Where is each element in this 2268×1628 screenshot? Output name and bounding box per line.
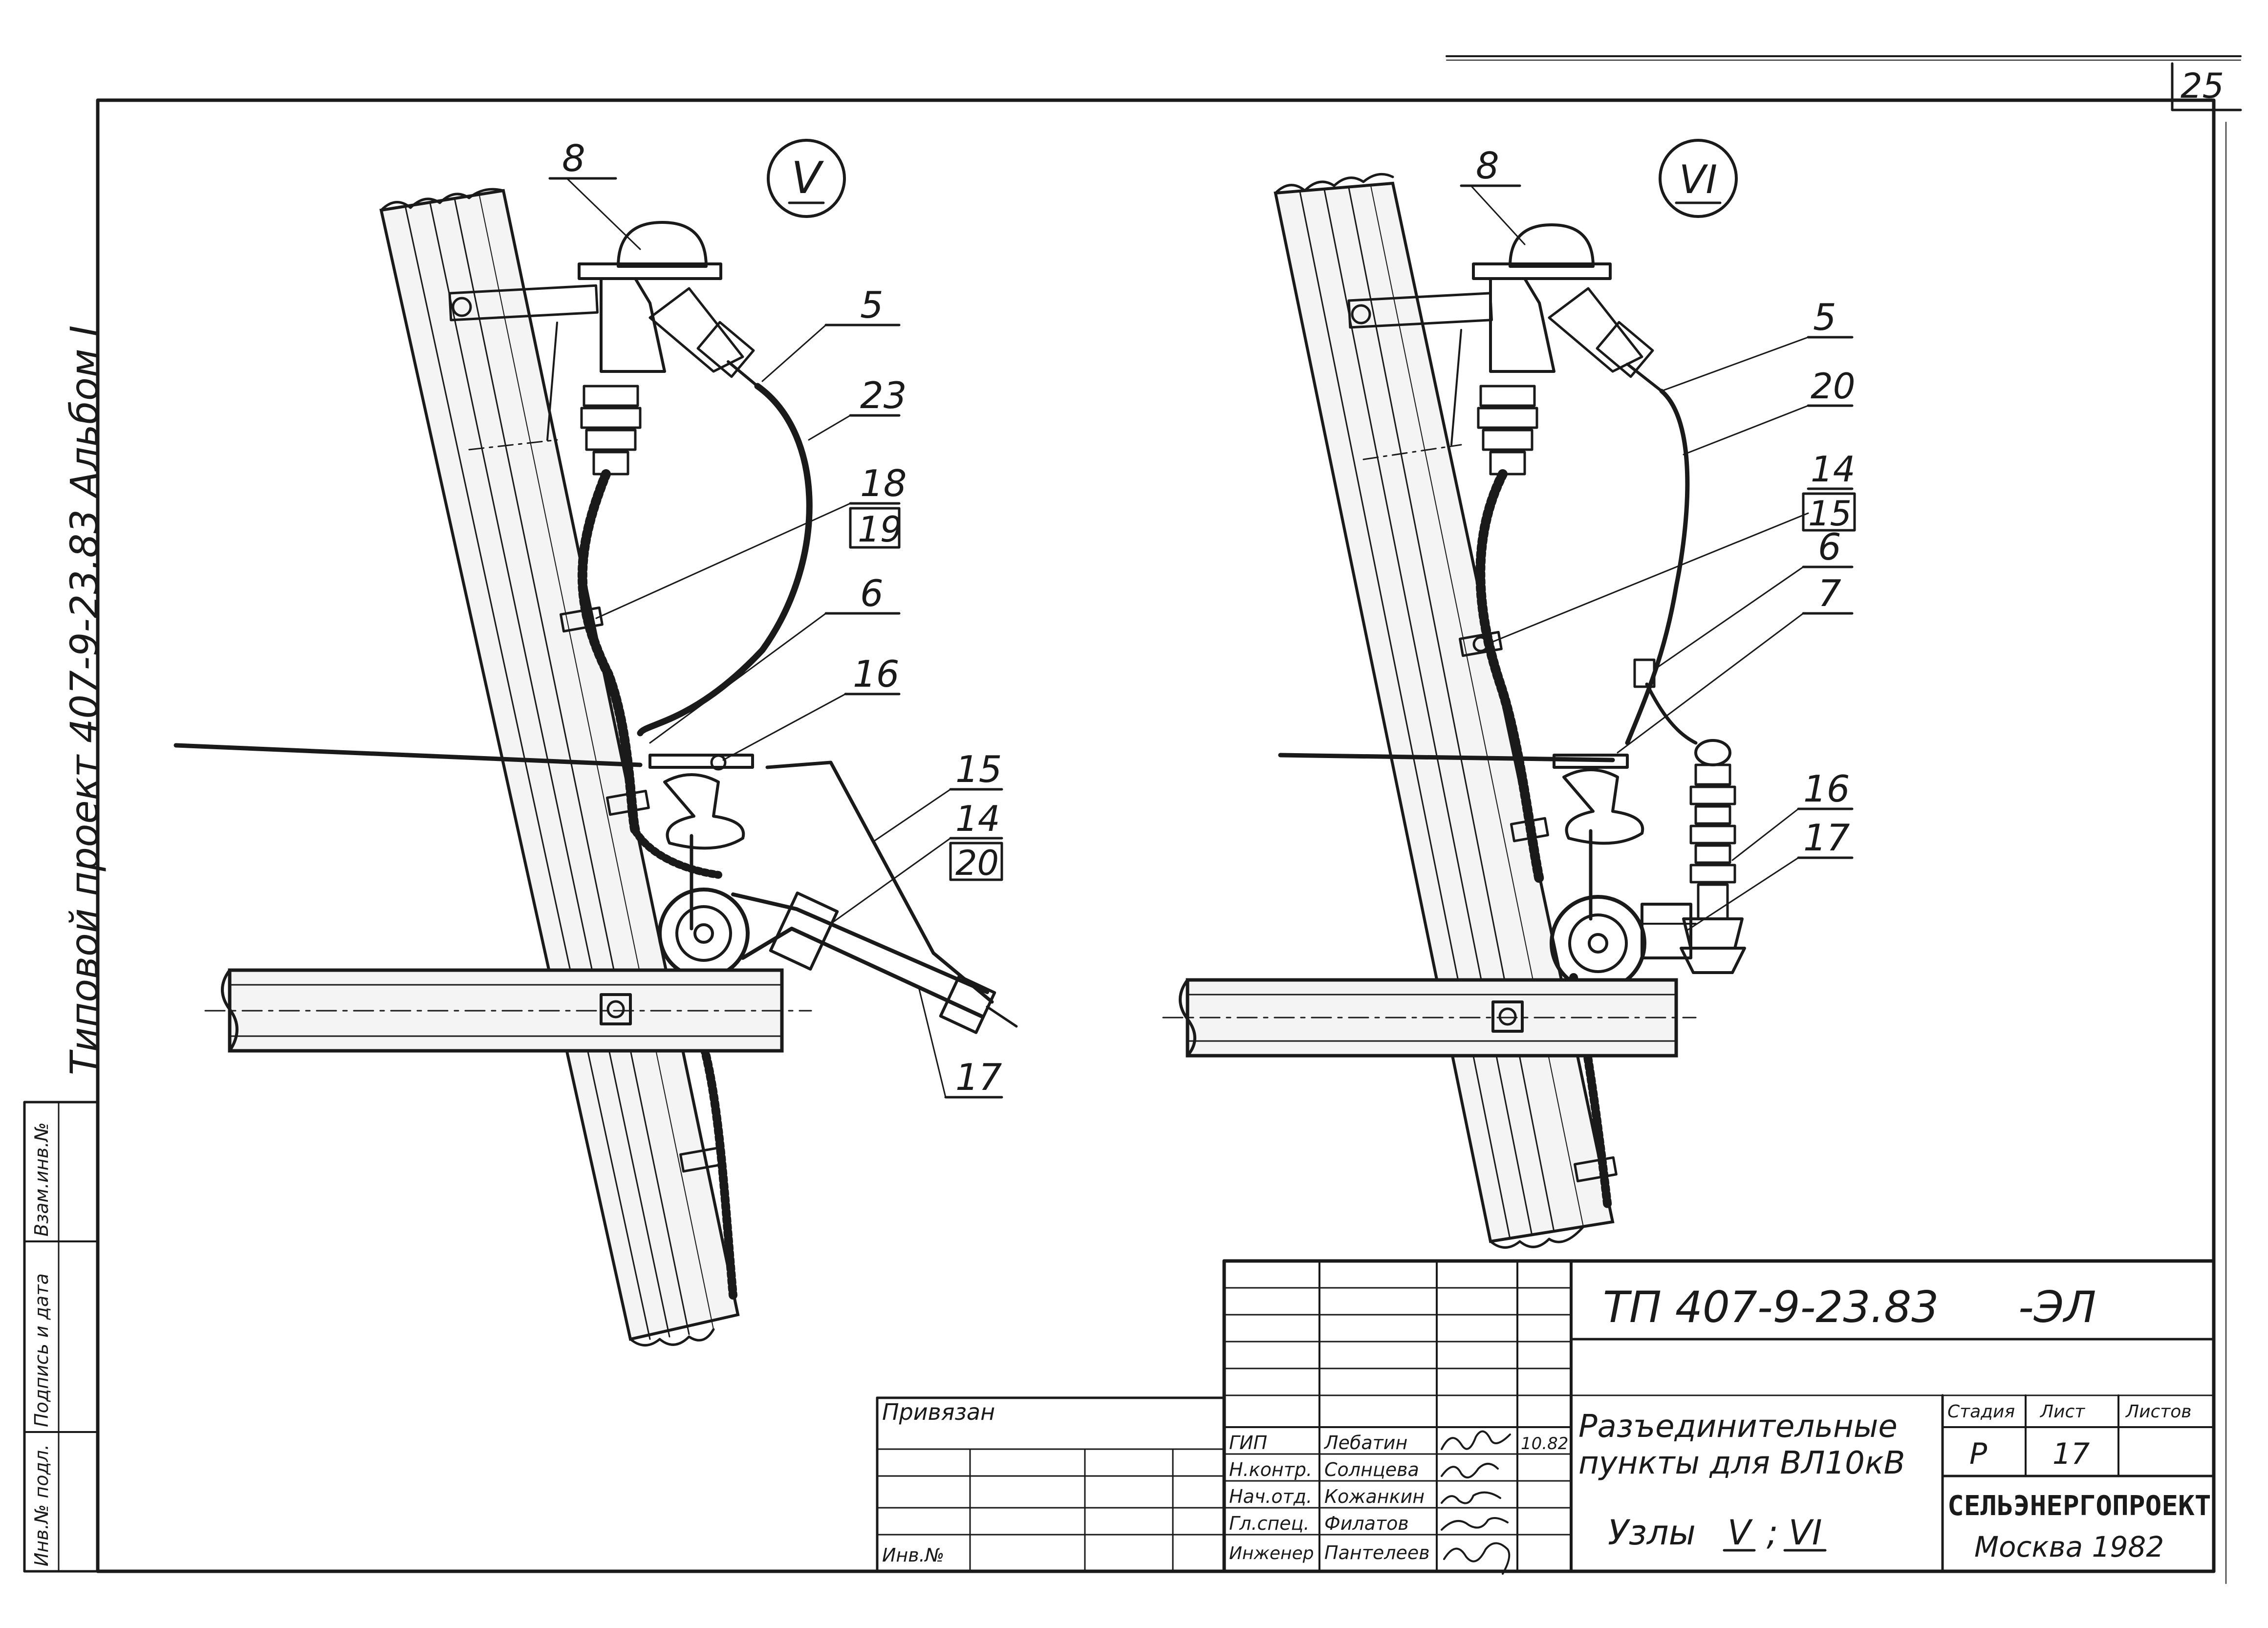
callout-vi-14: 14 xyxy=(1811,449,1856,490)
stamp-suffix: -ЭЛ xyxy=(2018,1282,2096,1332)
callout-vi-20: 20 xyxy=(1811,366,1856,407)
stamp-code: ТП 407-9-23.83 xyxy=(1603,1282,1939,1332)
traverse-left xyxy=(204,968,812,1053)
callout-v-19: 19 xyxy=(858,509,903,550)
strip-label-inv: Инв.№ подл. xyxy=(31,1444,52,1566)
sheet-value: 17 xyxy=(2052,1437,2090,1471)
callout-vi-8: 8 xyxy=(1476,144,1499,187)
sig-date-0: 10.82 xyxy=(1521,1434,1568,1454)
callout-vi-6: 6 xyxy=(1818,525,1841,568)
strip-label-sign: Подпись и дата xyxy=(31,1273,52,1427)
node-vi-label: VI xyxy=(1679,157,1717,202)
sig-name-2: Кожанкин xyxy=(1324,1486,1425,1507)
col-sheets-label: Листов xyxy=(2125,1402,2191,1422)
stamp-title-line1: Разъединительные xyxy=(1578,1409,1898,1445)
node-v-marker xyxy=(767,139,846,218)
vertical-insulator-right xyxy=(1680,739,1746,974)
sig-name-1: Солнцева xyxy=(1324,1459,1419,1480)
pole-right xyxy=(1274,173,1615,1249)
sig-role-3: Гл.спец. xyxy=(1229,1513,1310,1534)
sig-name-3: Филатов xyxy=(1324,1513,1409,1534)
sig-role-1: Н.контр. xyxy=(1229,1459,1312,1480)
drawing-frame xyxy=(96,98,2216,1573)
callout-v-15: 15 xyxy=(955,748,1002,791)
callouts-node-vi: 8 5 20 14 15 6 7 16 17 xyxy=(1460,144,1856,932)
sheet-number-box: 25 xyxy=(1446,55,2242,111)
side-title: Типовой проект 407-9-23.83 Альбом I xyxy=(63,326,107,1075)
svg-text:;: ; xyxy=(1767,1513,1778,1553)
callout-vi-15: 15 xyxy=(1808,494,1852,534)
callout-v-16: 16 xyxy=(853,652,899,695)
sig-role-2: Нач.отд. xyxy=(1229,1486,1312,1507)
strip-label-replace: Взам.инв.№ xyxy=(31,1122,52,1237)
callout-v-23: 23 xyxy=(860,374,907,417)
node-v-label: V xyxy=(791,152,824,204)
callout-v-8: 8 xyxy=(562,137,585,180)
callout-v-5: 5 xyxy=(860,283,884,326)
inv-label: Инв.№ xyxy=(882,1544,944,1566)
sig-role-0: ГИП xyxy=(1229,1432,1267,1454)
col-sheet-label: Лист xyxy=(2039,1402,2085,1422)
node-vi-drawing: VI xyxy=(1162,139,1746,1249)
stage-value: Р xyxy=(1969,1437,1987,1471)
callout-vi-5: 5 xyxy=(1813,296,1836,339)
callout-v-20: 20 xyxy=(955,843,999,883)
stamp-subtitle: Узлы xyxy=(1608,1513,1696,1553)
callout-vi-17: 17 xyxy=(1803,816,1850,859)
sig-name-0: Лебатин xyxy=(1323,1432,1407,1454)
callouts-node-v: 8 5 23 18 19 6 16 15 14 20 17 xyxy=(548,137,1003,1099)
traverse-right xyxy=(1162,978,1697,1058)
left-margin-strip: Инв.№ подл. Подпись и дата Взам.инв.№ Ти… xyxy=(23,326,107,1573)
sig-name-4: Пантелеев xyxy=(1324,1542,1430,1563)
stamp-subtitle-node-v: V xyxy=(1728,1513,1753,1553)
node-vi-marker xyxy=(1659,139,1738,218)
callout-vi-16: 16 xyxy=(1803,767,1850,810)
city-year: Москва 1982 xyxy=(1974,1530,2164,1563)
callout-v-6: 6 xyxy=(860,572,884,615)
col-stage-label: Стадия xyxy=(1947,1402,2015,1422)
stamp-title-line2: пункты для ВЛ10кВ xyxy=(1578,1445,1905,1481)
privyazan-label: Привязан xyxy=(882,1399,995,1425)
node-v-drawing: V xyxy=(173,139,1018,1346)
title-block: Привязан Инв.№ ГИП Лебатин 10.82 Н.контр… xyxy=(876,1259,2216,1575)
signature-scribble xyxy=(1441,1430,1511,1450)
callout-v-14: 14 xyxy=(955,798,1000,839)
stamp-subtitle-node-vi: VI xyxy=(1789,1513,1822,1553)
callout-vi-7: 7 xyxy=(1818,572,1841,615)
org-name: СЕЛЬЭНЕРГОПРОЕКТ xyxy=(1947,1490,2211,1522)
sig-role-4: Инженер xyxy=(1229,1543,1314,1563)
callout-v-17: 17 xyxy=(955,1056,1002,1099)
callout-v-18: 18 xyxy=(860,462,907,505)
